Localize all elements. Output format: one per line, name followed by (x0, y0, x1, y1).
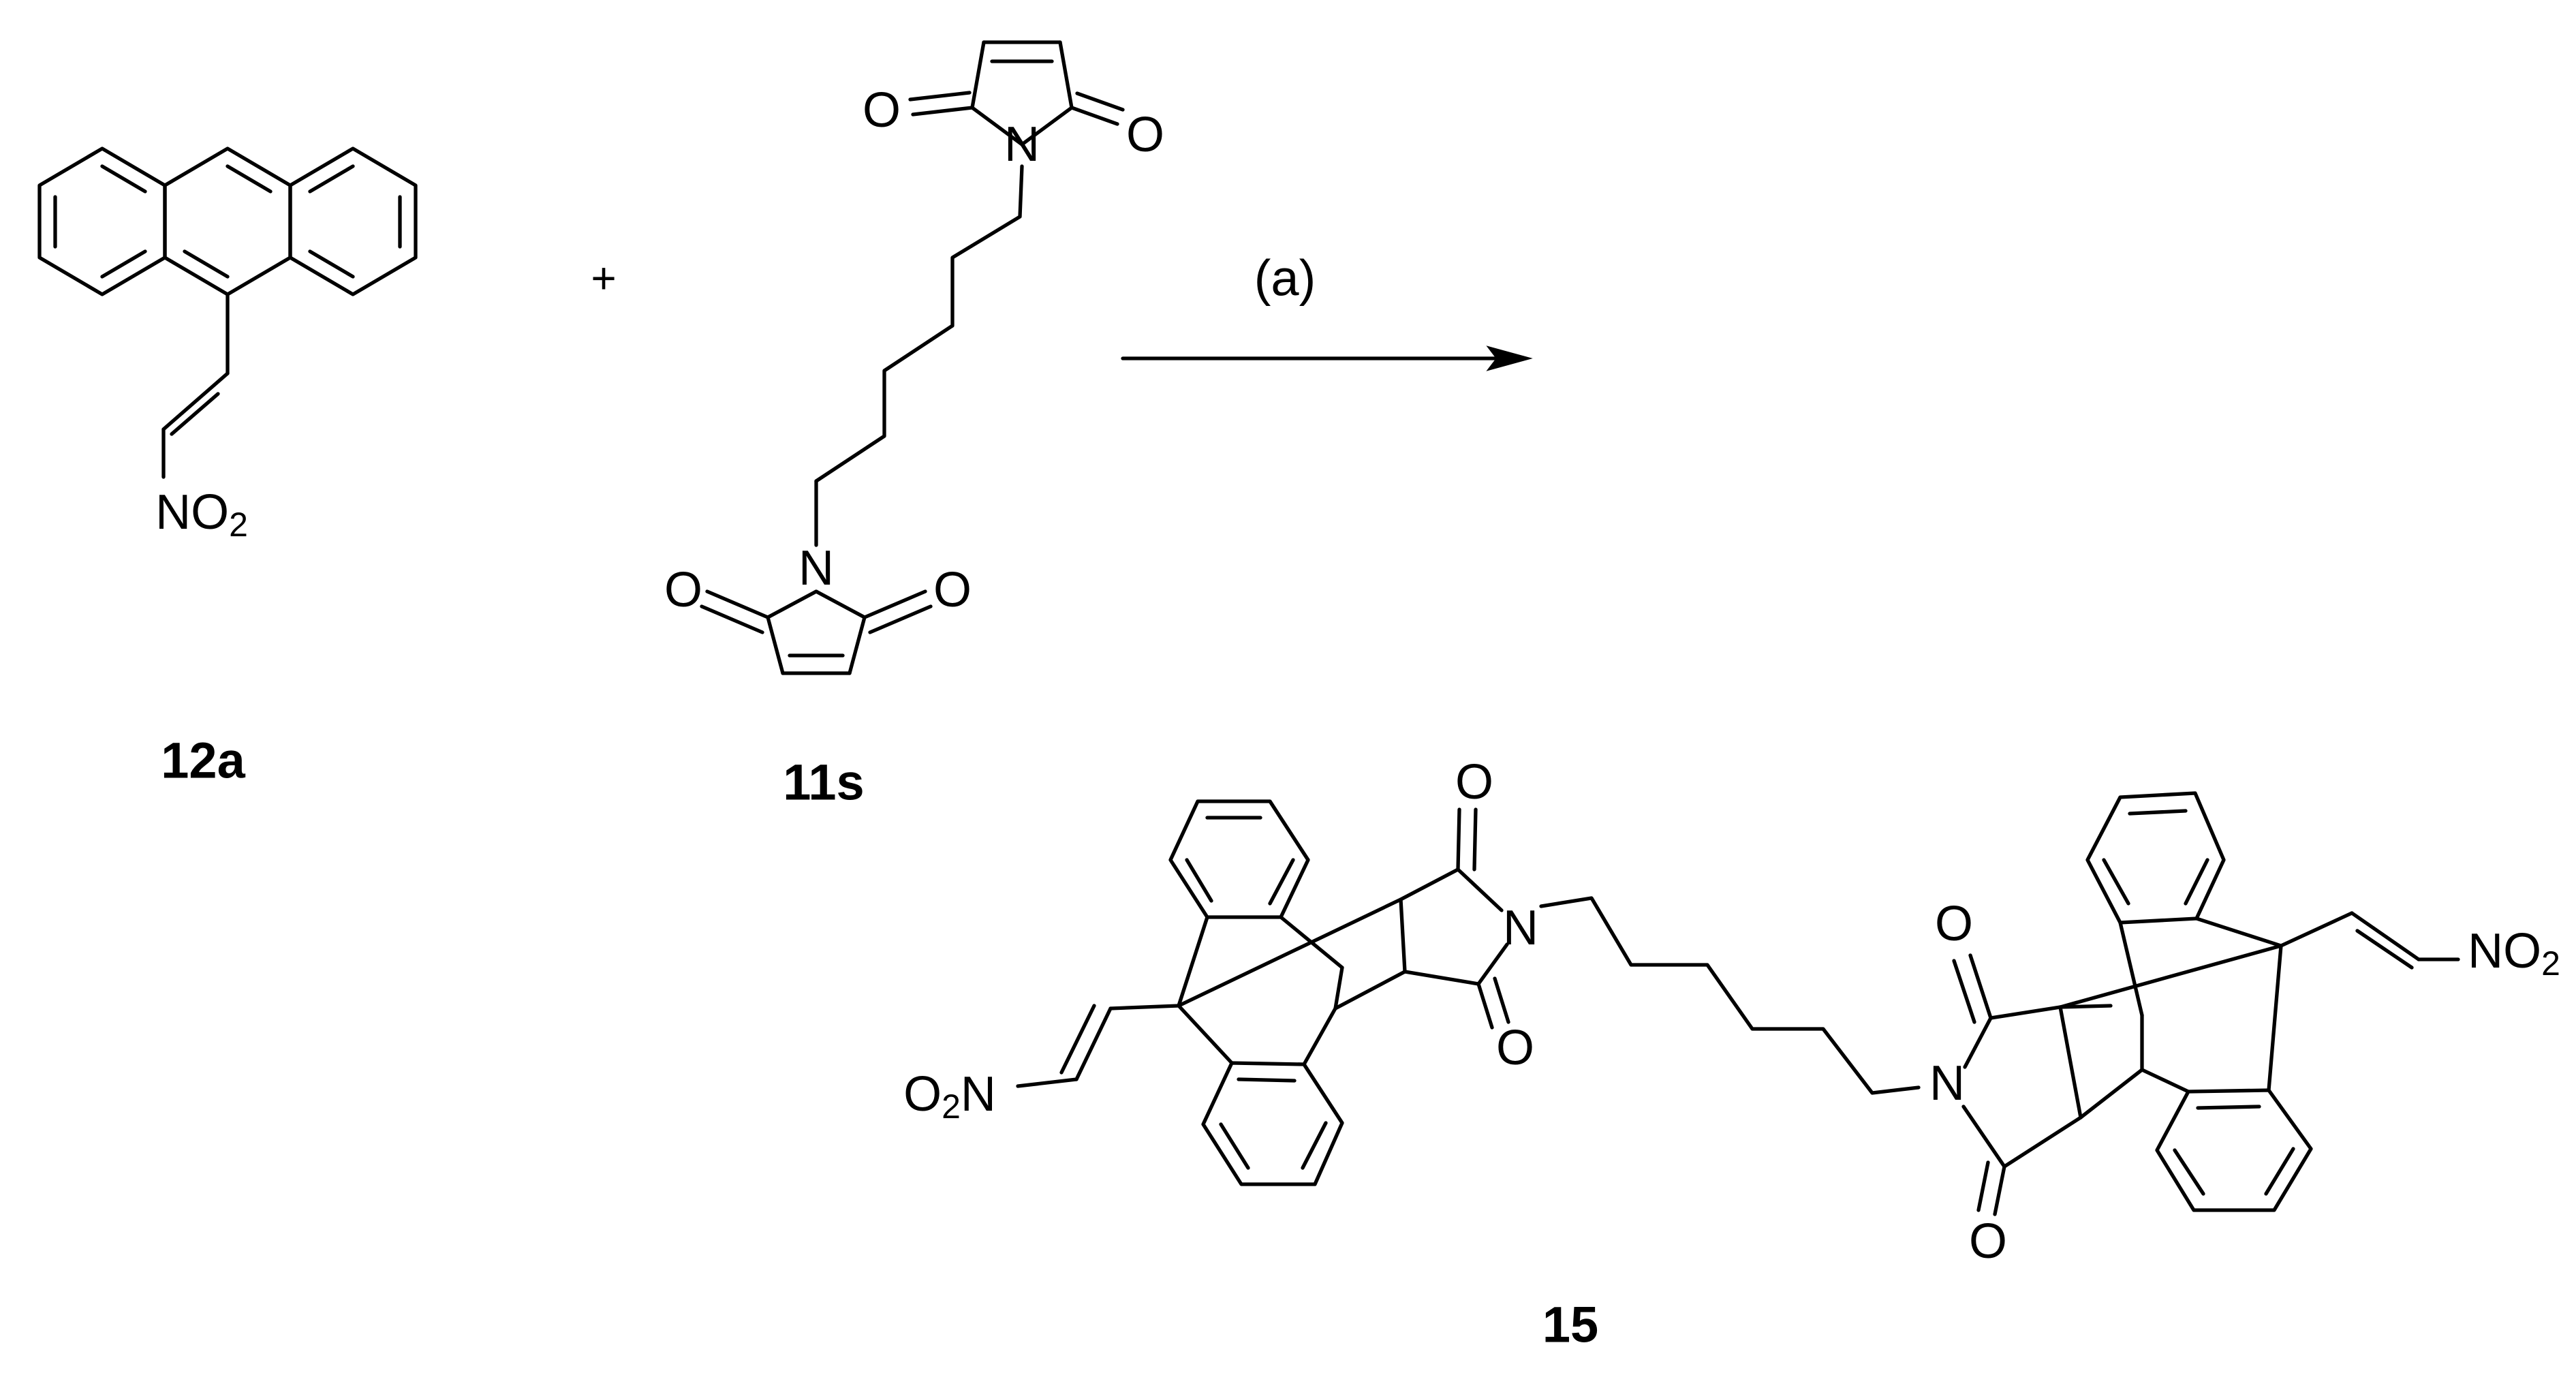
oxygen-atom: O (933, 563, 972, 617)
reagent-11s-structure: O O N N O O (664, 40, 1164, 675)
anthracene-left-ring (37, 146, 167, 296)
nitrogen-atom: N (1503, 901, 1538, 955)
right-nitro-group-label: NO2 (2468, 924, 2560, 983)
nitrogen-atom: N (1929, 1056, 1965, 1111)
compound-label-11s: 11s (783, 754, 864, 811)
anthracene-right-ring (288, 146, 418, 296)
compound-label-12a: 12a (161, 732, 245, 789)
oxygen-atom: O (1126, 108, 1164, 162)
left-nitro-group-label: O2N (903, 1067, 996, 1126)
oxygen-atom: O (1496, 1021, 1534, 1075)
anthracene-middle-ring (163, 146, 292, 296)
oxygen-atom: O (1455, 755, 1493, 809)
plus-sign: + (591, 253, 616, 303)
reagent-12a-structure: NO2 (37, 146, 418, 544)
nitro-group-label: NO2 (155, 485, 248, 544)
reaction-arrow (1121, 345, 1533, 371)
product-15-structure: O O N O2N N O O (903, 755, 2560, 1269)
oxygen-atom: O (664, 563, 702, 617)
nitrogen-atom: N (798, 541, 834, 596)
oxygen-atom: O (1935, 897, 1973, 951)
nitrogen-atom: N (1004, 117, 1040, 172)
oxygen-atom: O (1969, 1214, 2007, 1269)
oxygen-atom: O (863, 83, 901, 138)
reaction-condition: (a) (1254, 250, 1316, 307)
compound-label-15: 15 (1542, 1297, 1598, 1353)
